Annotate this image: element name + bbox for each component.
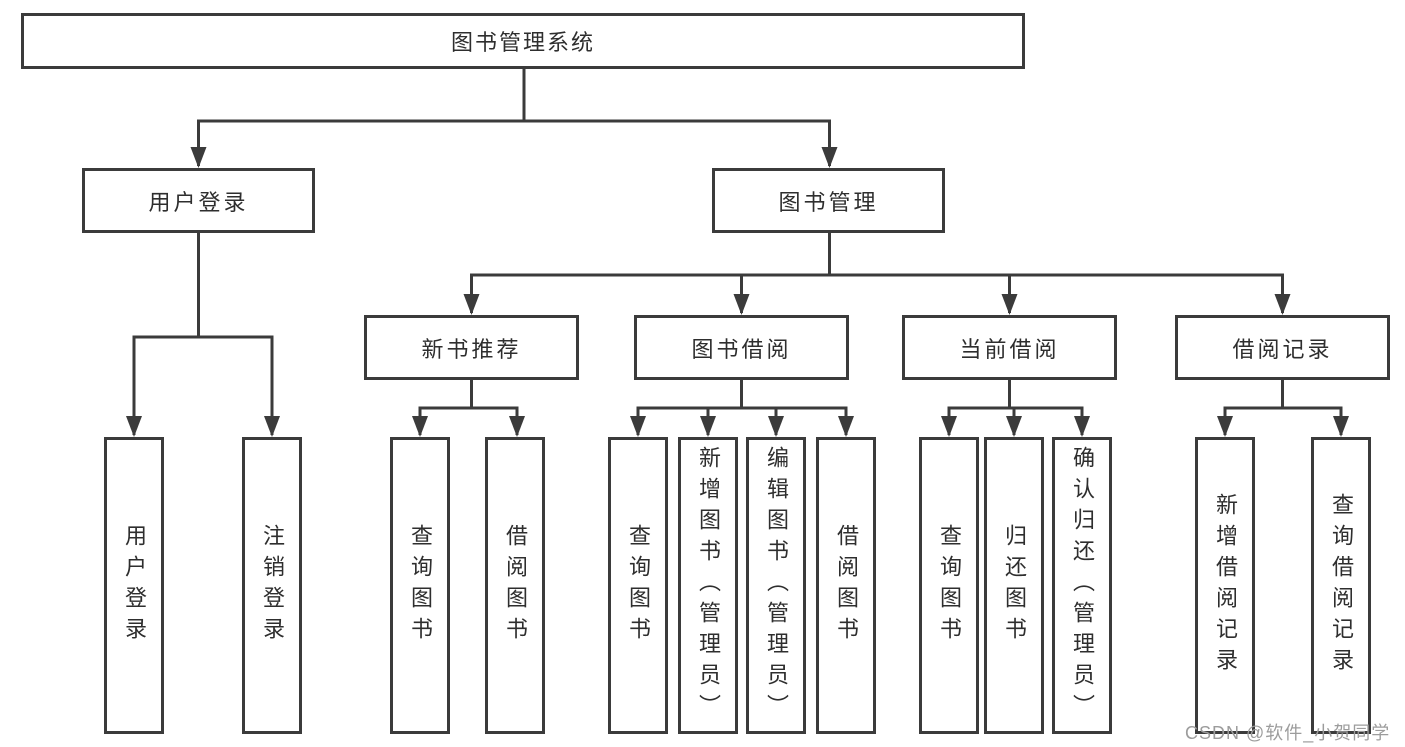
leaf-borrowing-query-book: 查询图书 — [608, 437, 668, 734]
arrowhead-icon — [630, 416, 646, 437]
leaf-records-query-record: 查询借阅记录 — [1311, 437, 1371, 734]
arrowhead-icon — [126, 416, 142, 437]
arrowhead-icon — [264, 416, 280, 437]
arrowhead-icon — [412, 416, 428, 437]
arrowhead-icon — [700, 416, 716, 437]
arrowhead-icon — [941, 416, 957, 437]
node-book-management: 图书管理 — [712, 168, 945, 233]
leaf-current-return-book: 归还图书 — [984, 437, 1044, 734]
arrowhead-icon — [838, 416, 854, 437]
arrowhead-icon — [1217, 416, 1233, 437]
arrowhead-icon — [1274, 294, 1291, 315]
arrowhead-icon — [821, 147, 838, 168]
node-root-system: 图书管理系统 — [21, 13, 1025, 69]
arrowhead-icon — [733, 294, 750, 315]
csdn-watermark: CSDN @软件_小贺同学 — [1185, 723, 1391, 743]
leaf-borrowing-add-book-admin: 新增图书（管理员） — [678, 437, 738, 734]
node-borrowing-records: 借阅记录 — [1175, 315, 1390, 380]
arrowhead-icon — [1074, 416, 1090, 437]
leaf-current-query-book: 查询图书 — [919, 437, 979, 734]
leaf-user-login: 用户登录 — [104, 437, 164, 734]
leaf-recommend-query-book: 查询图书 — [390, 437, 450, 734]
leaf-logout: 注销登录 — [242, 437, 302, 734]
arrowhead-icon — [509, 416, 525, 437]
arrowhead-icon — [768, 416, 784, 437]
leaf-recommend-borrow-book: 借阅图书 — [485, 437, 545, 734]
leaf-borrowing-edit-book-admin: 编辑图书（管理员） — [746, 437, 806, 734]
leaf-borrowing-borrow-book: 借阅图书 — [816, 437, 876, 734]
node-new-book-recommend: 新书推荐 — [364, 315, 579, 380]
node-user-login: 用户登录 — [82, 168, 315, 233]
arrowhead-icon — [463, 294, 480, 315]
leaf-current-confirm-return-admin: 确认归还（管理员） — [1052, 437, 1112, 734]
arrowhead-icon — [1001, 294, 1018, 315]
arrowhead-icon — [190, 147, 207, 168]
arrowhead-icon — [1006, 416, 1022, 437]
node-book-borrowing: 图书借阅 — [634, 315, 849, 380]
leaf-records-add-record: 新增借阅记录 — [1195, 437, 1255, 734]
node-current-borrowing: 当前借阅 — [902, 315, 1117, 380]
arrowheads — [126, 147, 1349, 437]
arrowhead-icon — [1333, 416, 1349, 437]
